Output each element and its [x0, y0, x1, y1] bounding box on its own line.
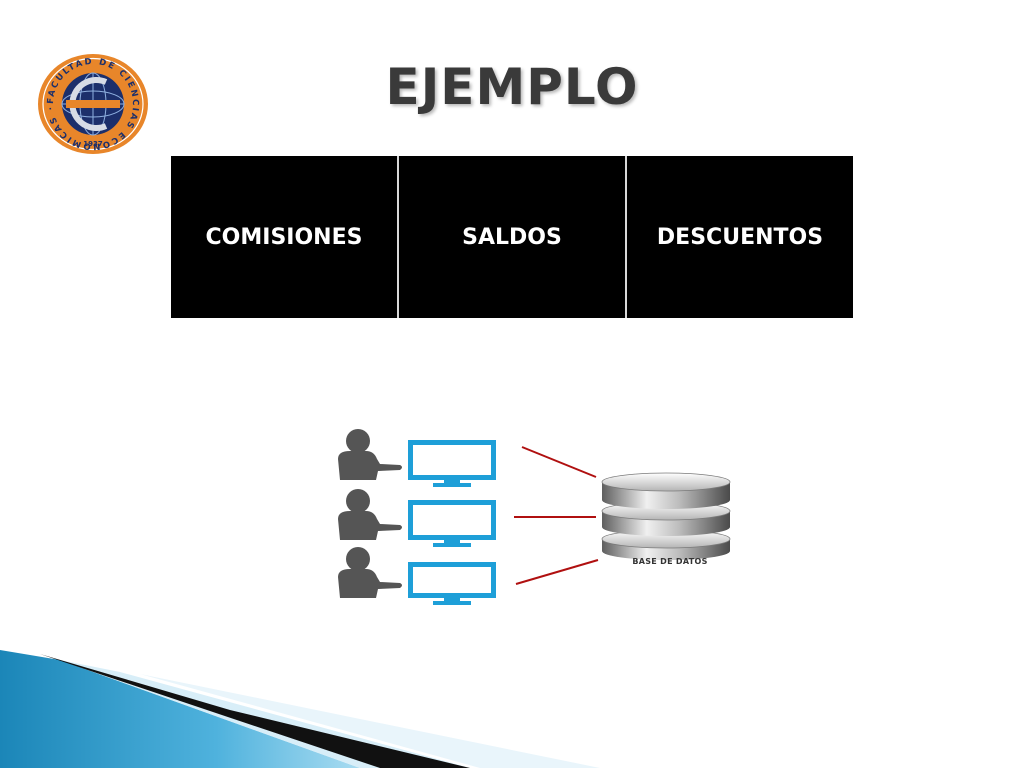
logo-year: 1937 [83, 140, 103, 148]
connection-arrows [514, 446, 599, 585]
user-workstation-1 [338, 429, 496, 487]
person-icon [338, 547, 402, 598]
monitor-icon [408, 440, 496, 487]
user-workstation-2 [338, 489, 496, 547]
categories-table: COMISIONES SALDOS DESCUENTOS [171, 156, 853, 318]
monitor-icon [408, 562, 496, 605]
person-icon [338, 489, 402, 540]
cell-descuentos: DESCUENTOS [656, 224, 824, 250]
arrow-3 [515, 559, 599, 585]
database-label: BASE DE DATOS [632, 557, 708, 566]
monitor-icon [408, 500, 496, 547]
database-diagram [338, 429, 731, 605]
user-workstation-3 [338, 547, 496, 605]
cell-comisiones: COMISIONES [171, 156, 399, 318]
decorative-swoosh [0, 650, 600, 768]
person-icon [338, 429, 402, 480]
cell-saldos: SALDOS [399, 156, 627, 318]
faculty-logo: FACULTAD DE CIENCIAS ECONOMICAS · USAC G… [36, 52, 148, 154]
database-icon [601, 472, 731, 560]
arrow-1 [521, 446, 597, 478]
slide-title: EJEMPLO [385, 58, 639, 116]
